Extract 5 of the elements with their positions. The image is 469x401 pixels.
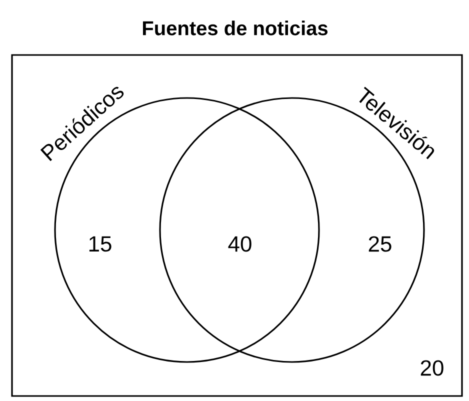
title: Fuentes de noticias	[142, 20, 328, 36]
count: 15	[89, 236, 112, 252]
count: 40	[228, 236, 252, 252]
count: 25	[368, 236, 392, 252]
count: 20	[420, 360, 444, 376]
